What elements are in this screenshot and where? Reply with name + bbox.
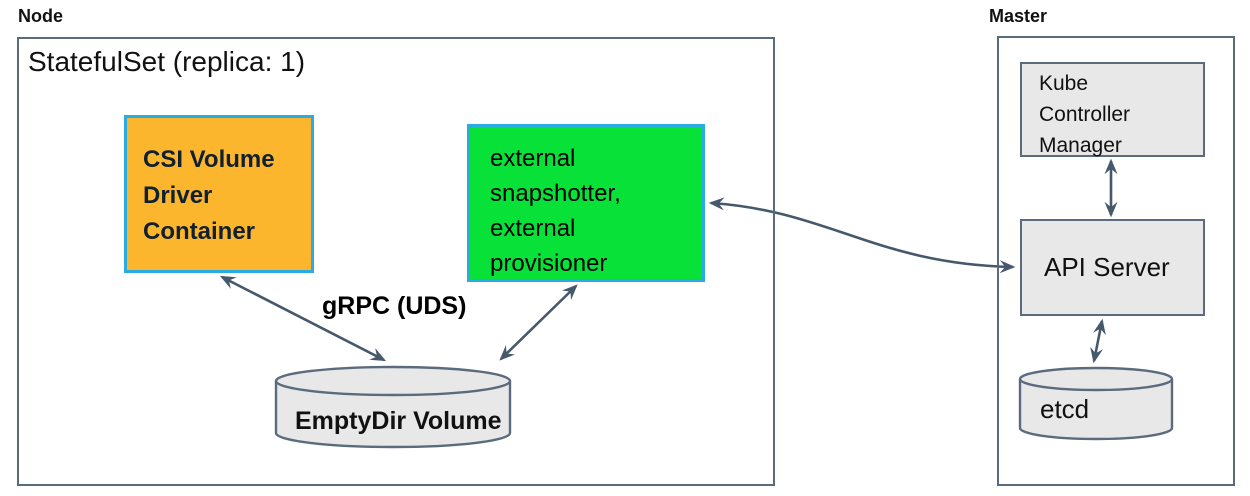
external-box-line: external <box>490 215 576 242</box>
master-box <box>997 36 1235 486</box>
kcm-box-line: Manager <box>1039 134 1122 157</box>
api-server-box: API Server <box>1020 219 1205 316</box>
external-box-line: provisioner <box>490 250 608 277</box>
etcd-label: etcd <box>1040 394 1090 424</box>
emptydir-volume-label: EmptyDir Volume <box>295 407 502 435</box>
csi-box-line: Container <box>143 218 256 245</box>
external-sidecars-box: external snapshotter, external provision… <box>467 124 705 282</box>
external-box-line: external <box>490 145 576 172</box>
grpc-uds-label: gRPC (UDS) <box>322 292 467 320</box>
csi-volume-driver-box: CSI Volume Driver Container <box>124 115 314 273</box>
node-region-label: Node <box>18 6 63 26</box>
statefulset-label: StatefulSet (replica: 1) <box>28 46 306 77</box>
node-box <box>17 37 775 486</box>
kcm-box-line: Controller <box>1039 103 1131 126</box>
kube-controller-manager-box: Kube Controller Manager <box>1020 62 1205 157</box>
csi-box-line: CSI Volume <box>143 146 275 173</box>
master-region-label: Master <box>989 6 1048 26</box>
external-box-line: snapshotter, <box>490 180 621 207</box>
kcm-box-line: Kube <box>1039 72 1089 95</box>
csi-box-line: Driver <box>143 182 213 209</box>
api-server-label: API Server <box>1044 252 1170 282</box>
